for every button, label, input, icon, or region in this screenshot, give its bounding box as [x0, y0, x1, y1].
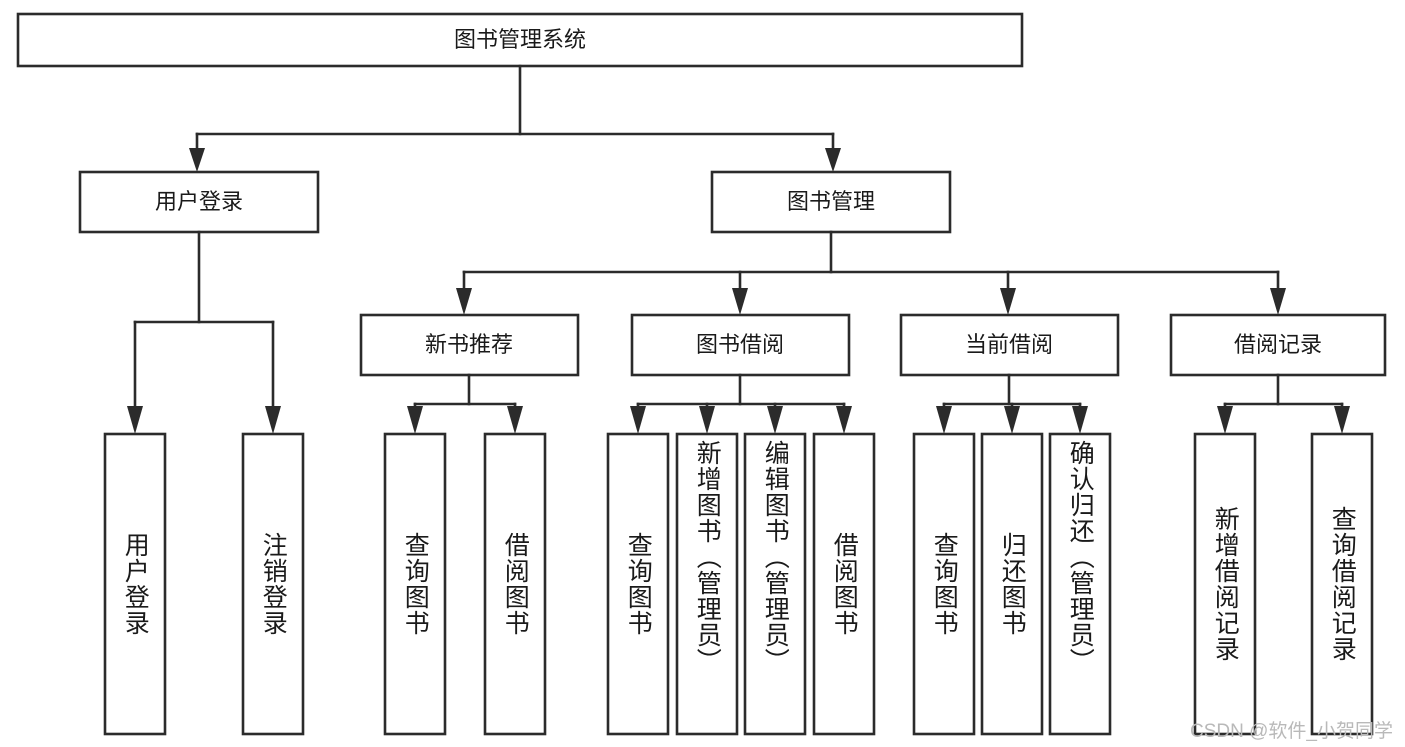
- leaf-box-user-login-2[interactable]: [241, 432, 305, 736]
- node-book-management-label: 图书管理: [787, 189, 875, 214]
- csdn-watermark: CSDN @软件_小贺同学: [1190, 721, 1393, 742]
- leaf-box-new-book-recommend-2[interactable]: [483, 432, 547, 736]
- node-borrow-record-box: [1169, 313, 1387, 377]
- node-user-login[interactable]: 用户登录: [78, 170, 320, 234]
- arrow-cb-leaf-3: [1072, 406, 1088, 434]
- arrow-user-login-leaf-2: [265, 406, 281, 434]
- leaf-box-current-borrow-2[interactable]: [980, 432, 1044, 736]
- arrow-bb-leaf-3: [767, 406, 783, 434]
- arrow-to-book-borrow: [732, 288, 748, 315]
- arrow-user-login-leaf-1: [127, 406, 143, 434]
- arrow-cb-leaf-2: [1004, 406, 1020, 434]
- node-current-borrow[interactable]: 当前借阅: [899, 313, 1120, 377]
- arrow-nbr-leaf-1: [407, 406, 423, 434]
- node-borrow-record-label: 借阅记录: [1234, 332, 1322, 357]
- node-book-borrow-box: [630, 313, 851, 377]
- node-current-borrow-label: 当前借阅: [965, 332, 1053, 357]
- arrow-to-book-management: [825, 148, 841, 172]
- leaf-box-book-borrow-1[interactable]: [606, 432, 670, 736]
- leaf-box-new-book-recommend-1[interactable]: [383, 432, 447, 736]
- leaf-box-book-borrow-3[interactable]: [743, 432, 807, 736]
- node-current-borrow-box: [899, 313, 1120, 377]
- leaf-box-current-borrow-1[interactable]: [912, 432, 976, 736]
- leaf-box-book-borrow-2[interactable]: [675, 432, 739, 736]
- arrow-br-leaf-1: [1217, 406, 1233, 434]
- node-new-book-recommend-box: [359, 313, 580, 377]
- node-book-borrow-label: 图书借阅: [696, 332, 784, 357]
- leaf-box-current-borrow-3[interactable]: [1048, 432, 1112, 736]
- arrow-nbr-leaf-2: [507, 406, 523, 434]
- node-root-book-management-system[interactable]: 图书管理系统: [16, 12, 1024, 68]
- leaf-box-book-borrow-4[interactable]: [812, 432, 876, 736]
- arrow-bb-leaf-1: [630, 406, 646, 434]
- node-new-book-recommend-label: 新书推荐: [425, 332, 513, 357]
- node-new-book-recommend[interactable]: 新书推荐: [359, 313, 580, 377]
- arrow-cb-leaf-1: [936, 406, 952, 434]
- arrow-br-leaf-2: [1334, 406, 1350, 434]
- arrow-bb-leaf-4: [836, 406, 852, 434]
- arrow-bb-leaf-2: [699, 406, 715, 434]
- node-book-management-box: [710, 170, 952, 234]
- leaf-box-borrow-record-2[interactable]: [1310, 432, 1374, 736]
- leaf-box-borrow-record-1[interactable]: [1193, 432, 1257, 736]
- node-root-box: [16, 12, 1024, 68]
- arrow-to-current-borrow: [1000, 288, 1016, 315]
- node-book-management[interactable]: 图书管理: [710, 170, 952, 234]
- node-root-label: 图书管理系统: [454, 27, 586, 52]
- leaf-box-user-login-1[interactable]: [103, 432, 167, 736]
- node-borrow-record[interactable]: 借阅记录: [1169, 313, 1387, 377]
- arrow-to-new-book-recommend: [456, 288, 472, 315]
- arrow-to-user-login: [189, 148, 205, 172]
- node-user-login-label: 用户登录: [155, 189, 243, 214]
- arrow-to-borrow-record: [1270, 288, 1286, 315]
- node-book-borrow[interactable]: 图书借阅: [630, 313, 851, 377]
